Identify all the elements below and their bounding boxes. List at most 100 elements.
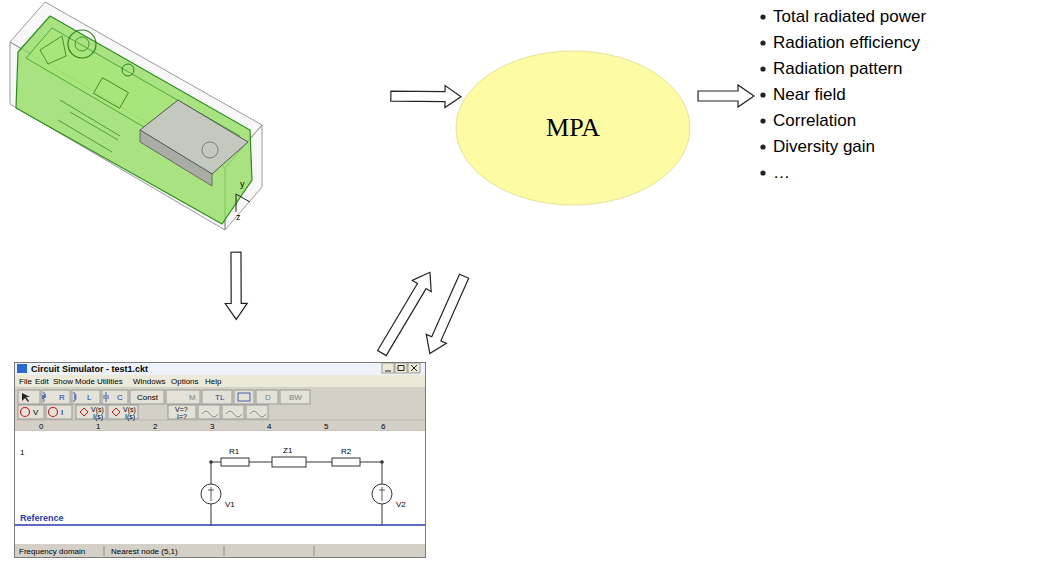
block-arrow [391,86,461,108]
title-bar [14,362,426,375]
node-text: 6 [381,423,385,431]
block-arrow [426,274,468,353]
tool-button [234,390,254,404]
block-arrow [698,85,754,107]
node-text: 1 [20,449,24,457]
tool-button [280,390,310,404]
resistor-symbol [332,458,360,466]
matrix-icon [238,393,250,401]
pointer-icon [22,393,30,402]
node-text: R [59,394,65,402]
tool-button [168,405,196,419]
node-text: Frequency domain [19,548,85,556]
simulator-window-art [14,362,426,558]
node-text: 3 [210,423,214,431]
battery-side [140,130,212,186]
node-text: M [189,394,196,402]
maximize-button [395,363,407,373]
app-icon [17,364,27,373]
node-text: I(s) [93,413,103,420]
node-text: V1 [225,501,235,509]
camera [122,64,134,76]
tool-button [18,390,40,404]
node-text: Const [137,394,158,402]
status-separators [104,546,314,556]
phone-model: yz [8,0,270,250]
board-trace [58,100,120,152]
node-text: R1 [229,448,239,456]
node-text: BW [289,394,302,402]
node-text: V(s) [91,406,104,413]
node-text: y [240,180,245,189]
node-text: Utilities [97,378,123,386]
node-text: Edit [35,378,49,386]
tool-button [42,390,70,404]
result-item: … [773,163,790,183]
node-text: I=? [177,413,187,420]
node-text: Help [205,378,221,386]
junction-dot [209,460,213,464]
node-text: I [61,409,63,417]
node-text: Z1 [283,447,292,455]
node-text: TL [215,394,224,402]
node-text: 4 [267,423,271,431]
menu-bar [14,375,426,387]
tool-button [18,405,44,419]
simulator-window: Circuit Simulator - test1.cktFileEditSho… [14,362,426,558]
node-text: Windows [133,378,165,386]
node-text: Nearest node (5,1) [111,548,178,556]
tool-button [130,390,164,404]
phone-body [16,16,252,224]
node-text: V=? [175,406,188,413]
voltage-source-icon [21,408,30,417]
node-text: Reference [20,514,64,523]
result-item: Radiation pattern [773,59,902,79]
node-text: Circuit Simulator - test1.ckt [31,365,148,374]
node-text: C [117,394,123,402]
node-title: MPA [546,115,600,141]
node-text: L [87,394,91,402]
result-item: Total radiated power [773,7,926,27]
component [94,78,129,109]
axis-lines [236,194,250,212]
window-ground [14,362,426,558]
node-text: 5 [324,423,328,431]
node-text: V(s) [123,406,136,413]
schematic-canvas [14,431,426,544]
block-arrow [225,252,247,319]
column-ruler [14,420,426,431]
tool-button [256,390,278,404]
node-text: z [236,213,241,222]
node-text: Show [53,378,73,386]
component-icons [42,392,109,402]
battery-mark [202,142,218,158]
node-text: Options [171,378,199,386]
tool-button [46,405,72,419]
result-item: Radiation efficiency [773,33,920,53]
window-button-glyphs [385,365,417,371]
result-item: Diversity gain [773,137,875,157]
result-item: Correlation [773,111,856,131]
node-text: 0 [39,423,43,431]
node-text: D [265,394,271,402]
reference-line [14,524,426,526]
node-text: V2 [396,501,406,509]
node-text: I(s) [125,413,135,420]
antenna-element [40,36,66,64]
resistor-symbol [221,458,249,466]
node-text: 2 [153,423,157,431]
tool-button [166,390,200,404]
speaker [68,30,96,58]
source-polarity [208,487,385,501]
list-bullets [760,14,765,175]
tool-button [202,390,232,404]
node-text: Mode [75,378,95,386]
speaker-inner [75,37,89,51]
mpa-ellipse: MPA [455,50,691,206]
junction-dot [380,460,384,464]
status-bar [14,544,426,558]
impedance-symbol [272,457,306,467]
schematic-wires [211,462,382,525]
node-text: R2 [341,448,351,456]
